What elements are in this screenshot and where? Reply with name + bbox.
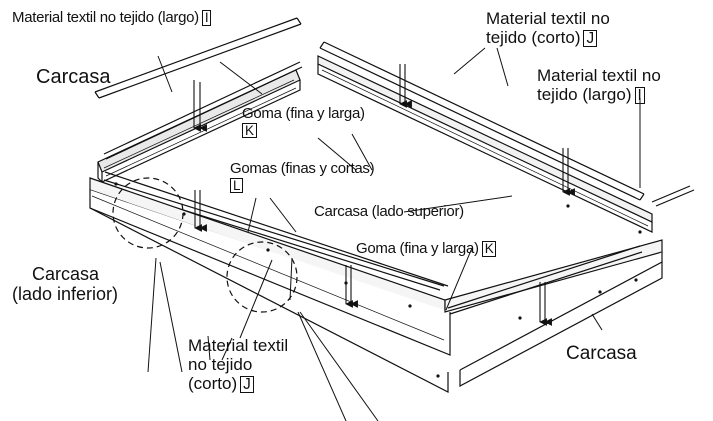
leader-lines bbox=[147, 47, 641, 421]
label-casing-bottom-right: Carcasa bbox=[566, 343, 637, 364]
label-rubber-thin-long-upper: Goma (fina y larga) K bbox=[242, 105, 365, 139]
rubber-thin-long-upper bbox=[103, 61, 303, 160]
casing-lower-right bbox=[444, 239, 663, 388]
label-casing-lower-side: Carcasa (lado inferior) bbox=[12, 264, 119, 305]
nonwoven-long-strip-right bbox=[651, 185, 695, 207]
placement-arrows bbox=[193, 64, 575, 326]
label-nonwoven-short-bottom: Material textil no tejido (corto)J bbox=[188, 336, 289, 394]
rivet-dots bbox=[114, 182, 642, 378]
label-casing-upper-side: Carcasa (lado superior) bbox=[314, 203, 464, 220]
label-nonwoven-long-right: Material textil no tejido (largo)I bbox=[537, 66, 661, 105]
label-casing-left: Carcasa bbox=[36, 66, 111, 88]
nonwoven-short-strip-bottom bbox=[104, 171, 449, 287]
label-nonwoven-long-top: Material textil no tejido (largo)I bbox=[12, 9, 212, 27]
detail-circle-center bbox=[226, 241, 298, 313]
label-nonwoven-short-top: Material textil no tejido (corto)J bbox=[486, 9, 610, 48]
label-rubber-thin-short: Gomas (finas y cortas) L bbox=[230, 160, 375, 194]
nonwoven-short-strip-top bbox=[319, 41, 645, 201]
rubber-thin-long-lower bbox=[447, 245, 643, 315]
nonwoven-long-strip-top bbox=[94, 17, 302, 99]
casing-bottom-front bbox=[89, 207, 449, 393]
label-rubber-thin-long-lower: Goma (fina y larga)K bbox=[356, 240, 497, 258]
